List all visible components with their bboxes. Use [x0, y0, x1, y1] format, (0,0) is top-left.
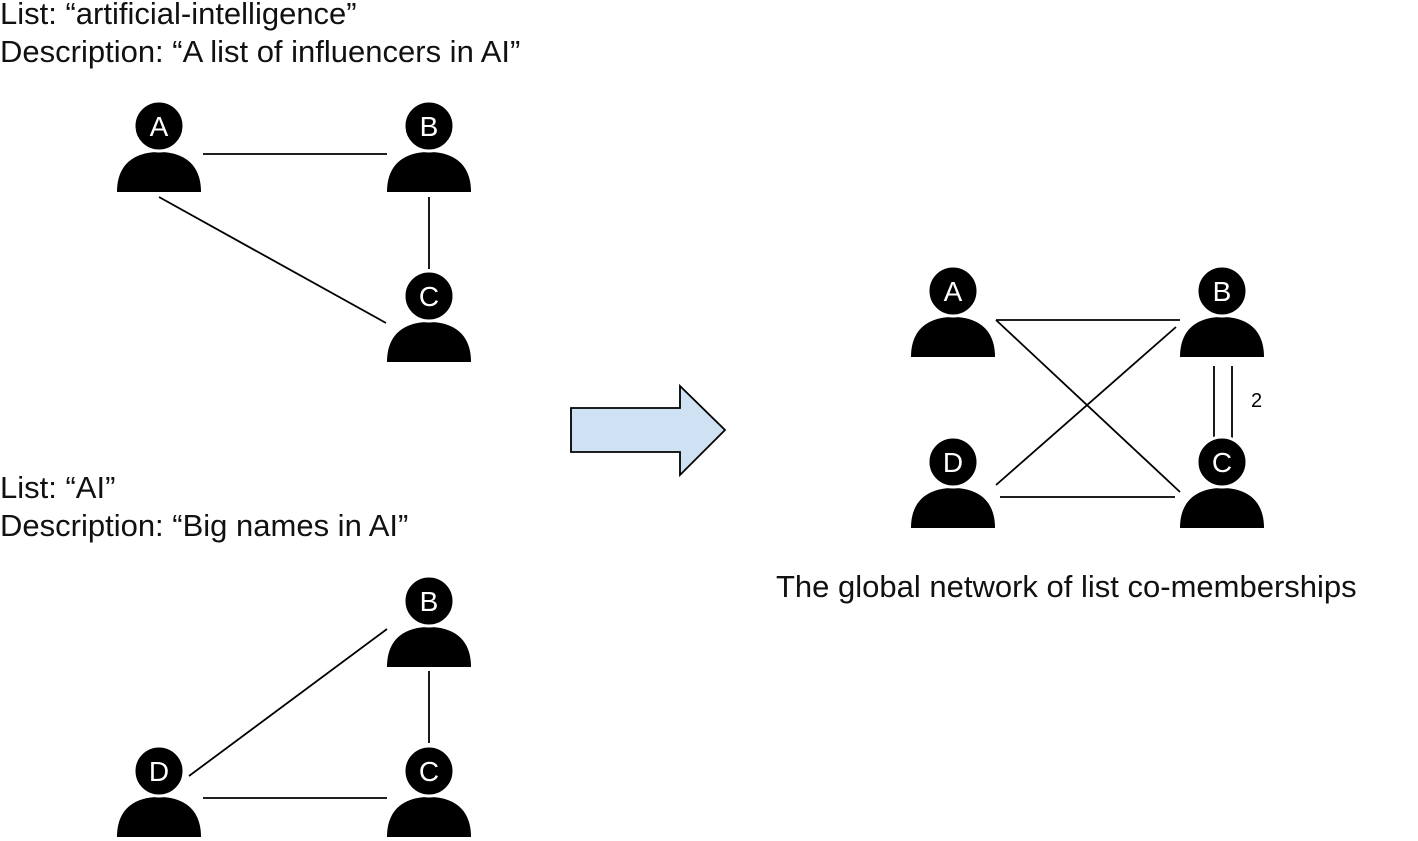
node-b: B — [385, 574, 473, 669]
global-network-graph: 2 A B C D — [909, 264, 1266, 530]
list1-name: List: “artificial-intelligence” — [0, 0, 357, 31]
node-label: B — [1213, 276, 1232, 307]
node-a: A — [909, 264, 997, 359]
list1-graph: A B C — [115, 99, 473, 364]
node-label: D — [149, 756, 169, 787]
list2-graph: B C D — [115, 574, 473, 839]
edge-a-c — [158, 196, 387, 324]
node-label: A — [944, 276, 963, 307]
node-c: C — [1178, 435, 1266, 530]
node-label: B — [420, 586, 439, 617]
node-b: B — [385, 99, 473, 194]
node-label: A — [150, 111, 169, 142]
edge-d-b — [995, 326, 1177, 486]
node-label: C — [419, 281, 439, 312]
node-label: C — [1212, 447, 1232, 478]
right-arrow-icon — [570, 383, 727, 478]
global-network-caption: The global network of list co-membership… — [776, 569, 1357, 604]
edge-a-c — [995, 319, 1181, 493]
node-a: A — [115, 99, 203, 194]
node-d: D — [115, 744, 203, 839]
list2-name: List: “AI” — [0, 470, 116, 505]
node-c: C — [385, 744, 473, 839]
edge-weight-label: 2 — [1251, 390, 1262, 412]
node-d: D — [909, 435, 997, 530]
list1-description: Description: “A list of influencers in A… — [0, 34, 521, 69]
edge-d-b — [188, 628, 388, 777]
node-c: C — [385, 269, 473, 364]
node-label: D — [943, 447, 963, 478]
node-b: B — [1178, 264, 1266, 359]
node-label: B — [420, 111, 439, 142]
node-label: C — [419, 756, 439, 787]
list2-description: Description: “Big names in AI” — [0, 508, 409, 543]
